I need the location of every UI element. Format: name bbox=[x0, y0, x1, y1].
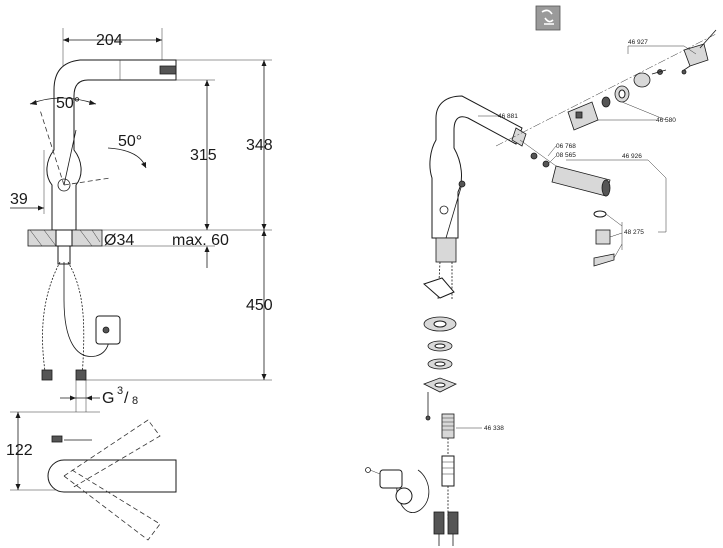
dimension-max-60: max. 60 bbox=[172, 232, 229, 249]
part-08565: 08 565 bbox=[556, 152, 576, 159]
faucet-body bbox=[46, 59, 177, 231]
thread-denominator: 8 bbox=[132, 395, 138, 407]
part-46881: 46 881 bbox=[498, 113, 518, 120]
part-46926: 46 926 bbox=[622, 153, 642, 160]
thread-numerator: 3 bbox=[117, 385, 123, 397]
thread-g: G bbox=[102, 390, 114, 407]
angle-50-top: 50° bbox=[56, 95, 80, 112]
dimension-hole-diameter: Ø34 bbox=[104, 232, 134, 249]
water-saving-icon bbox=[535, 5, 561, 31]
exploded-parts-view: 46 338 46 926 48 275 bbox=[365, 5, 717, 546]
dimension-315: 315 bbox=[190, 147, 217, 164]
dimension-122: 122 bbox=[6, 442, 33, 459]
part-46927: 46 927 bbox=[628, 39, 648, 46]
part-06768: 06 768 bbox=[556, 143, 576, 150]
dimensioned-faucet-view: 204 50° 50° 39 315 348 bbox=[6, 28, 273, 541]
plan-view: 122 bbox=[6, 411, 177, 541]
cartridge bbox=[567, 101, 599, 131]
part-46338: 46 338 bbox=[484, 425, 504, 432]
svg-text:/: / bbox=[124, 390, 129, 407]
dimension-204: 204 bbox=[96, 32, 123, 49]
dimension-348: 348 bbox=[246, 137, 273, 154]
hose-right bbox=[67, 261, 85, 379]
part-48275: 48 275 bbox=[624, 229, 644, 236]
lever-handle bbox=[683, 43, 709, 67]
exploded-weight bbox=[379, 469, 403, 489]
exploded-faucet-body bbox=[429, 95, 523, 239]
hose-left bbox=[42, 261, 61, 379]
spray-head bbox=[551, 165, 611, 197]
dimension-39: 39 bbox=[10, 191, 28, 208]
dimension-450: 450 bbox=[246, 297, 273, 314]
angle-50-side: 50° bbox=[118, 133, 142, 150]
part-46580: 46 580 bbox=[656, 117, 676, 124]
